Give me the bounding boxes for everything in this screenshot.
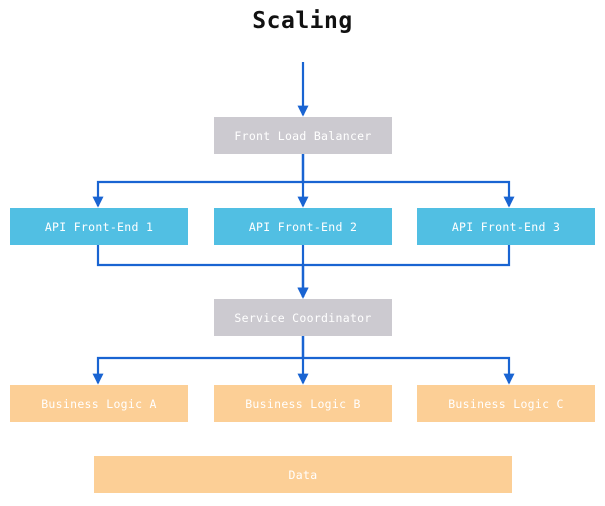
edge-api-1-to-coordinator [96, 245, 309, 299]
edge-balancer-to-api-1 [92, 154, 305, 208]
node-label: Service Coordinator [234, 310, 372, 325]
node-business-logic-a[interactable]: Business Logic A [10, 385, 188, 422]
edge-balancer-to-api-3 [301, 154, 515, 208]
node-label: Front Load Balancer [234, 128, 372, 143]
diagram-title: Scaling [252, 8, 353, 34]
node-label: API Front-End 1 [44, 219, 154, 234]
node-api-front-end-2[interactable]: API Front-End 2 [214, 208, 392, 245]
node-service-coordinator[interactable]: Service Coordinator [214, 299, 392, 336]
node-api-front-end-3[interactable]: API Front-End 3 [417, 208, 595, 245]
node-label: Business Logic A [41, 396, 157, 411]
node-label: Data [288, 467, 318, 482]
node-business-logic-c[interactable]: Business Logic C [417, 385, 595, 422]
node-api-front-end-1[interactable]: API Front-End 1 [10, 208, 188, 245]
edge-api-3-to-coordinator [297, 245, 511, 299]
node-front-load-balancer[interactable]: Front Load Balancer [214, 117, 392, 154]
node-label: API Front-End 2 [248, 219, 358, 234]
node-label: API Front-End 3 [451, 219, 561, 234]
node-business-logic-b[interactable]: Business Logic B [214, 385, 392, 422]
node-label: Business Logic C [448, 396, 564, 411]
edge-coordinator-to-logic-c [301, 336, 515, 385]
node-label: Business Logic B [245, 396, 361, 411]
edge-coordinator-to-logic-a [92, 336, 305, 385]
node-data[interactable]: Data [94, 456, 512, 493]
